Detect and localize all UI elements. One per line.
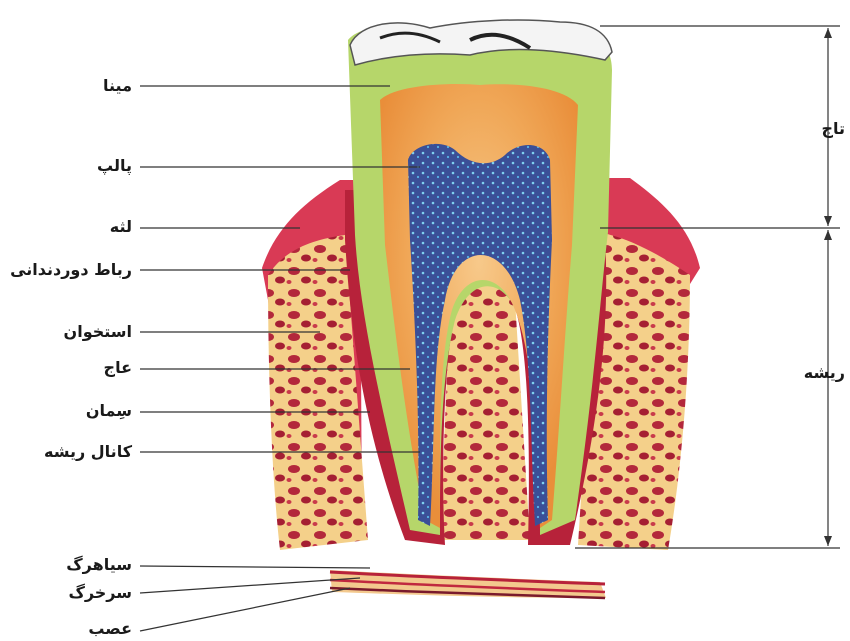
label-cementum: سِمان [2,401,132,421]
label-nerve: عصب [2,619,132,639]
label-dentin: عاج [2,358,132,378]
label-enamel: مینا [2,76,132,96]
label-root: ریشه [785,363,845,383]
label-artery: سرخرگ [2,583,132,603]
label-root-canal: کانال ریشه [2,442,132,462]
label-periodontal-ligament: رباط دوردندانی [2,260,132,280]
label-pulp: پالپ [2,156,132,176]
label-vein: سیاهرگ [2,555,132,575]
label-crown: تاج [785,119,845,139]
label-gum: لثه [2,217,132,237]
label-bone: استخوان [2,322,132,342]
